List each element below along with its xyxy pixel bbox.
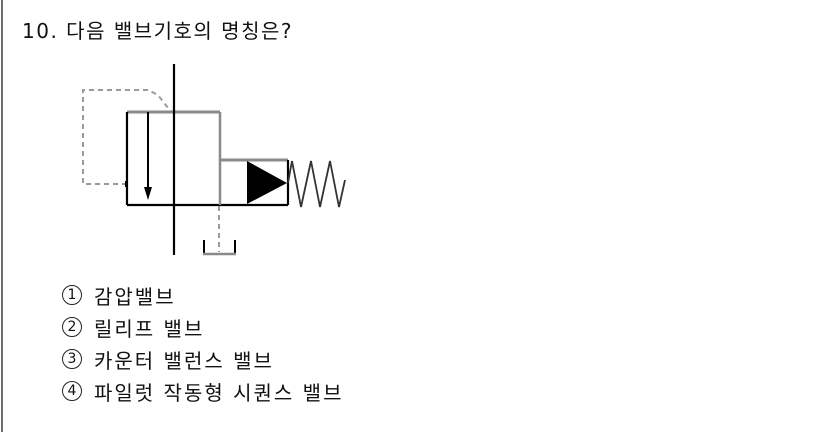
answer-options: 1 감압밸브 2 릴리프 밸브 3 카운터 밸런스 밸브 4 파일럿 작동형 시… [62, 279, 343, 407]
question-text: 다음 밸브기호의 명칭은? [66, 19, 294, 43]
option-label: 릴리프 밸브 [94, 316, 205, 341]
pilot-triangle-icon [247, 161, 287, 204]
question-number: 10. [22, 19, 59, 43]
option-marker-3: 3 [62, 349, 82, 369]
option-2[interactable]: 2 릴리프 밸브 [62, 311, 343, 343]
spring-icon [287, 160, 346, 208]
option-1[interactable]: 1 감압밸브 [62, 279, 343, 311]
left-border [1, 0, 3, 432]
question-title: 10. 다음 밸브기호의 명칭은? [22, 15, 293, 44]
option-label: 카운터 밸런스 밸브 [94, 348, 274, 373]
option-label: 파일럿 작동형 시퀀스 밸브 [94, 380, 344, 405]
pilot-operator-box [220, 158, 290, 205]
flow-arrow-icon [144, 112, 152, 200]
option-marker-2: 2 [62, 317, 82, 337]
option-marker-4: 4 [62, 381, 82, 401]
option-4[interactable]: 4 파일럿 작동형 시퀀스 밸브 [62, 375, 343, 407]
option-marker-1: 1 [62, 285, 82, 305]
option-label: 감압밸브 [94, 284, 176, 309]
tank-icon [203, 240, 236, 256]
option-3[interactable]: 3 카운터 밸런스 밸브 [62, 343, 343, 375]
pilot-line [82, 89, 173, 185]
